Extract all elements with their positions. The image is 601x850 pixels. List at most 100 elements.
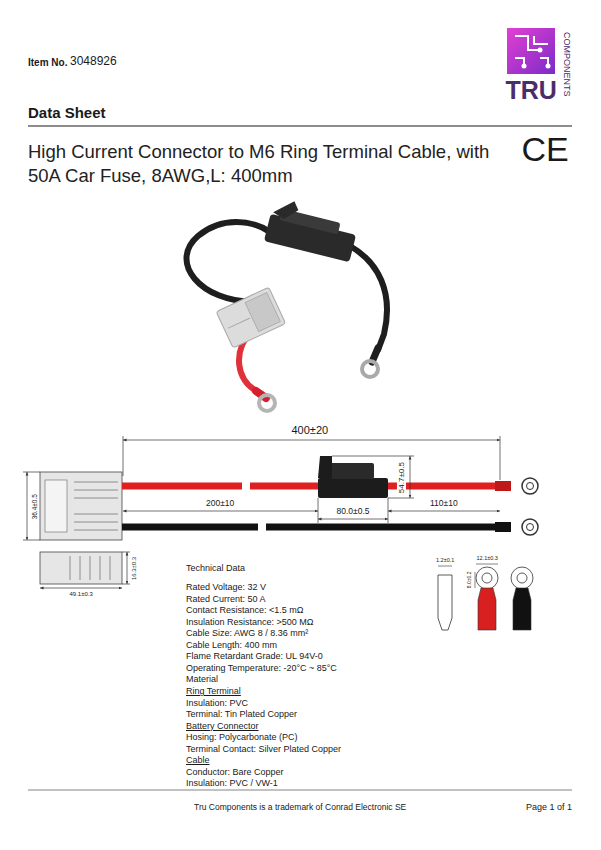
cable-drawing-part: [74, 482, 118, 530]
cable-drawing: [40, 456, 538, 584]
cable-drawing-part: [330, 463, 374, 479]
spec-line: Technical Data: [186, 563, 245, 573]
dimension-label: COMPONENTS: [562, 31, 572, 98]
spec-line: Ring Terminal: [186, 686, 241, 696]
dimension-lines-part: [410, 456, 411, 498]
text-label: 200±10: [205, 499, 235, 509]
dimension-lines-part: [40, 588, 122, 589]
logo-mark-part: [515, 36, 548, 66]
spec-line: Flame Retardant Grade: UL 94V-0: [186, 651, 323, 661]
ring-terminal-drawing-part: [475, 572, 476, 588]
product-photo: [186, 196, 387, 411]
ring-terminal-drawing-part: [513, 588, 531, 630]
dimension-lines-part: [500, 436, 501, 480]
spec-line: Material: [186, 674, 218, 684]
spec-line: Insulation: PVC: [186, 698, 248, 708]
dimension-label: 36.4±0.5: [30, 493, 37, 520]
rule-lines-part: [28, 126, 572, 127]
text-label: TRU: [506, 76, 557, 105]
null-part: [264, 196, 361, 262]
spec-line: Rated Voltage: 32 V: [186, 582, 266, 592]
rule-lines-part: [28, 790, 572, 791]
cable-drawing-part: [495, 522, 511, 532]
spec-line: Battery Connector: [186, 721, 259, 731]
dimension-lines-part: [127, 552, 128, 584]
ring-terminal-drawing-part: [476, 567, 498, 589]
logo-mark-part: [507, 28, 555, 74]
cable-drawing-part: [70, 556, 110, 580]
dimension-lines-part: [27, 472, 28, 540]
text-label: 110±10: [429, 499, 459, 509]
cable-drawing-part: [122, 524, 258, 531]
dimension-lines-part: [318, 519, 388, 520]
cable-drawing-part: [40, 552, 122, 584]
logo-mark: [507, 28, 555, 74]
null-part-part: [245, 293, 280, 332]
dimension-lines-part: [23, 540, 40, 541]
ring-terminal-drawing-part: [511, 567, 533, 589]
null-part-part: [216, 287, 285, 348]
dimension-lines-part: [123, 436, 124, 476]
cable-drawing-part: [122, 483, 242, 490]
text-label: 1.2±0.1: [435, 557, 455, 563]
cable-drawing-part: [527, 524, 534, 531]
null-part: [216, 287, 285, 348]
document-title: High Current Connector to M6 Ring Termin…: [28, 140, 498, 189]
dimension-lines-part: [332, 456, 414, 457]
rule-lines: [28, 126, 572, 790]
spec-line: Terminal: Tin Plated Copper: [186, 709, 297, 719]
logo-mark-part: [538, 48, 543, 53]
text-label: Page 1 of 1: [526, 802, 572, 812]
dimension-lines: [23, 436, 500, 588]
spec-line: Cable Length: 400 mm: [186, 640, 277, 650]
spec-line: Insulation Resistance: >500 MΩ: [186, 617, 314, 627]
cable-drawing-part: [40, 472, 122, 540]
cable-drawing-part: [522, 519, 538, 535]
dimension-label: 8.0±0.2: [467, 571, 473, 590]
ring-terminal-drawing-part: [476, 564, 498, 565]
spec-line: Rated Current: 50 A: [186, 594, 266, 604]
null-part-part: [228, 318, 250, 328]
cable-drawing-part: [45, 480, 67, 532]
cable-drawing-part: [527, 483, 534, 490]
text-label: CE: [522, 130, 569, 169]
text-label: Tru Components is a trademark of Conrad …: [194, 803, 406, 813]
ring-terminal-drawing: [438, 564, 533, 630]
dimension-lines-part: [23, 472, 40, 473]
ring-terminal-drawing-part: [438, 575, 452, 630]
dimension-lines-part: [388, 511, 500, 512]
text-label: 400±20: [291, 424, 330, 437]
ring-terminal-drawing-part: [438, 566, 452, 567]
spec-line: Insulation: PVC / VW-1: [186, 778, 278, 788]
null-part-part: [272, 197, 300, 222]
text-label: 49.1±0.3: [69, 591, 94, 598]
spec-line: Cable: [186, 755, 210, 765]
spec-line: Conductor: Bare Copper: [186, 767, 284, 777]
ring-terminal-drawing-part: [482, 573, 492, 583]
spec-line: Terminal Contact: Silver Plated Copper: [186, 744, 341, 754]
spec-line: Cable Size: AWG 8 / 8.36 mm²: [186, 628, 308, 638]
ring-terminal-drawing-part: [517, 573, 527, 583]
cable-drawing-part: [522, 478, 538, 494]
dimension-label: 54.7±0.5: [396, 461, 405, 494]
spec-line: Hosing: Polycarbonate (PC): [186, 732, 298, 742]
spec-line: Contact Resistance: <1.5 mΩ: [186, 605, 304, 615]
logo-mark-part: [522, 64, 527, 69]
product-photo-part: [259, 395, 275, 411]
text-label: Data Sheet: [28, 104, 106, 121]
ring-terminal-drawing-part: [478, 588, 496, 630]
product-photo-part: [350, 246, 387, 350]
text-label: 80.0±0.5: [336, 507, 371, 517]
product-photo-part: [362, 361, 378, 377]
dimension-lines-part: [123, 511, 318, 512]
dimension-lines-part: [123, 440, 500, 441]
logo-mark-part: [546, 64, 551, 69]
spec-line: Operating Temperature: -20°C ~ 85°C: [186, 663, 337, 673]
text-label: 12.1±0.3: [476, 555, 499, 561]
text-label: 3048926: [70, 55, 117, 69]
cable-drawing-part: [266, 524, 495, 531]
cable-drawing-part: [495, 481, 511, 491]
dimension-lines-part: [122, 552, 130, 553]
dimension-lines-part: [122, 584, 130, 585]
